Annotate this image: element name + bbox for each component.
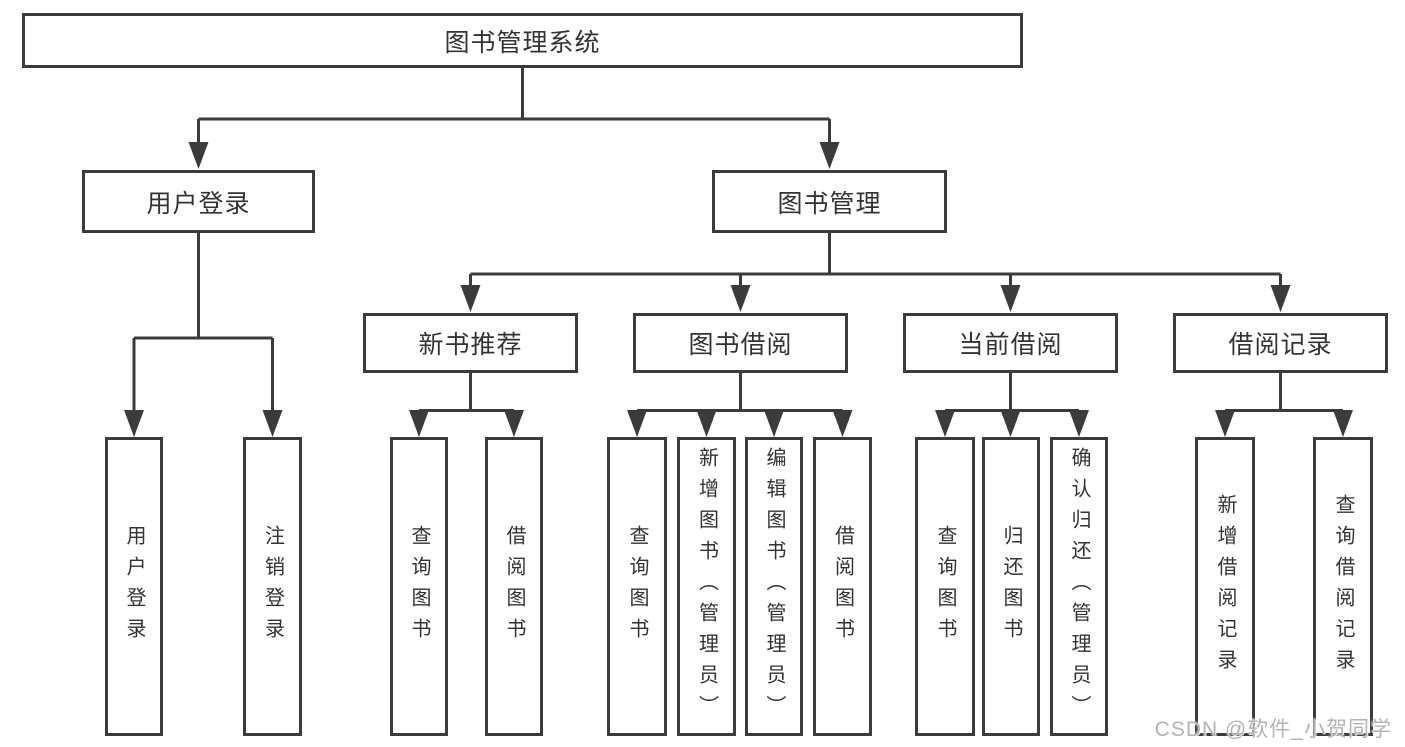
arrowhead: [409, 410, 429, 437]
arrowhead: [764, 410, 784, 437]
leaf-recommend-query-book: 查询图书: [390, 437, 448, 736]
leaf-current-query-book: 查询图书: [915, 437, 975, 736]
arrowhead: [262, 410, 283, 437]
leaf-recommend-borrow-book: 借阅图书: [485, 437, 543, 736]
node-root: 图书管理系统: [22, 13, 1023, 68]
arrowhead: [696, 410, 717, 437]
leaf-borrow-add-book-admin: 新增图书（管理员）: [677, 437, 736, 736]
arrowhead: [1069, 410, 1089, 437]
arrowhead: [188, 142, 209, 169]
leaf-record-query: 查询借阅记录: [1313, 437, 1373, 736]
leaf-record-add: 新增借阅记录: [1195, 437, 1255, 736]
arrowhead: [504, 410, 524, 437]
csdn-watermark: CSDN @软件_小贺同学: [1154, 718, 1392, 741]
leaf-logout: 注销登录: [243, 437, 302, 736]
leaf-borrow-query-book: 查询图书: [607, 437, 667, 736]
arrowhead: [124, 410, 144, 437]
leaf-borrow-borrow-book: 借阅图书: [813, 437, 872, 736]
node-current-borrow: 当前借阅: [903, 313, 1118, 373]
arrowhead: [935, 410, 955, 437]
arrowhead: [819, 142, 840, 169]
arrowhead: [1270, 285, 1291, 312]
node-book-borrow: 图书借阅: [633, 313, 848, 373]
leaf-user-login: 用户登录: [105, 437, 163, 736]
node-user-login: 用户登录: [82, 170, 315, 233]
node-borrow-record: 借阅记录: [1173, 313, 1388, 373]
arrowhead: [832, 410, 853, 437]
leaf-current-confirm-return-admin: 确认归还（管理员）: [1050, 437, 1108, 736]
node-book-management: 图书管理: [712, 170, 947, 233]
arrowhead: [1215, 410, 1235, 437]
arrowhead: [730, 285, 751, 312]
arrowhead: [1333, 410, 1353, 437]
leaf-borrow-edit-book-admin: 编辑图书（管理员）: [745, 437, 803, 736]
node-new-book-recommend: 新书推荐: [363, 313, 578, 373]
arrowhead: [627, 410, 647, 437]
arrowhead: [1000, 285, 1021, 312]
arrowhead: [1000, 410, 1021, 437]
arrowhead: [460, 285, 481, 312]
leaf-current-return-book: 归还图书: [982, 437, 1040, 736]
